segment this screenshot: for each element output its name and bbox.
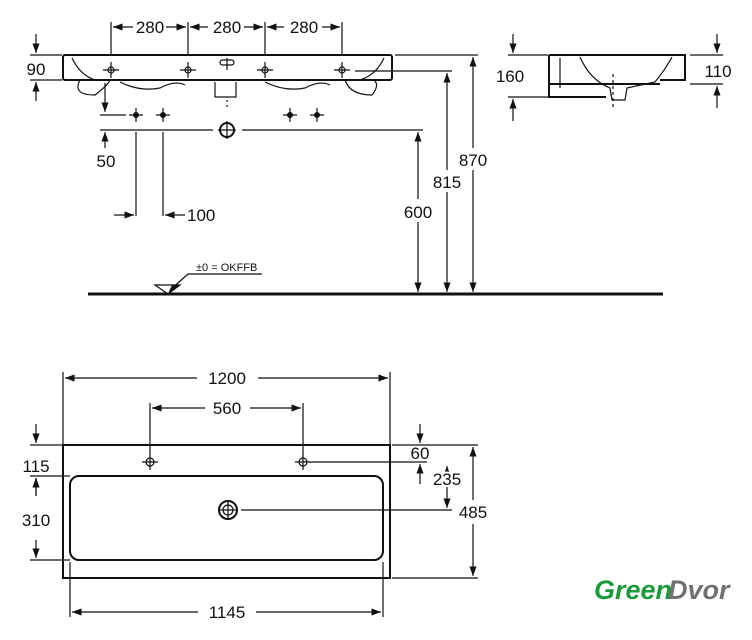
- dim-overflow-height: 815: [433, 173, 461, 192]
- dim-tap-spacing: 560: [213, 399, 241, 418]
- dim-hole-spacing: 100: [187, 206, 215, 225]
- dim-spacing-1: 280: [136, 18, 164, 37]
- dim-spacing-3: 280: [290, 18, 318, 37]
- side-view: 160 110: [496, 34, 732, 121]
- dim-bowl-depth: 310: [22, 511, 50, 530]
- dim-thickness: 90: [27, 60, 46, 79]
- basin-plan-outline: [62, 444, 391, 579]
- dim-spacing-2: 280: [213, 18, 241, 37]
- bowl-curves: [71, 57, 385, 81]
- front-view: 280 280 280 90 50 100 600: [27, 18, 663, 296]
- dim-front-to-bowl: 115: [22, 457, 49, 476]
- basin-side-outline: [548, 54, 686, 98]
- basin-front-outline: [62, 54, 393, 81]
- floor-level-label: ±0 = OKFFB: [196, 262, 257, 274]
- wall-holes: [100, 100, 423, 139]
- bowl-plan-outline: [69, 475, 384, 561]
- dim-drain-height: 600: [404, 203, 432, 222]
- dim-tap-offset: 60: [411, 444, 430, 463]
- logo-green-part: Green: [594, 575, 672, 605]
- basin-underside: [77, 79, 378, 98]
- logo-gray-part: Dvor: [668, 575, 731, 605]
- dim-wall-offset: 50: [97, 152, 116, 171]
- dim-side-depth-bowl: 110: [704, 62, 731, 81]
- dim-top-height: 870: [459, 151, 487, 170]
- basin-side-section: [559, 56, 673, 101]
- plan-view: 1200 560 1145 115 310 60 235 485: [22, 369, 487, 622]
- dim-drain-offset: 235: [433, 470, 461, 489]
- dim-width: 1200: [208, 369, 246, 388]
- dim-bowl-width: 1145: [209, 603, 246, 622]
- dim-side-depth-total: 160: [496, 67, 524, 86]
- dim-total-depth: 485: [459, 503, 487, 522]
- tap-holes-front: [103, 58, 350, 78]
